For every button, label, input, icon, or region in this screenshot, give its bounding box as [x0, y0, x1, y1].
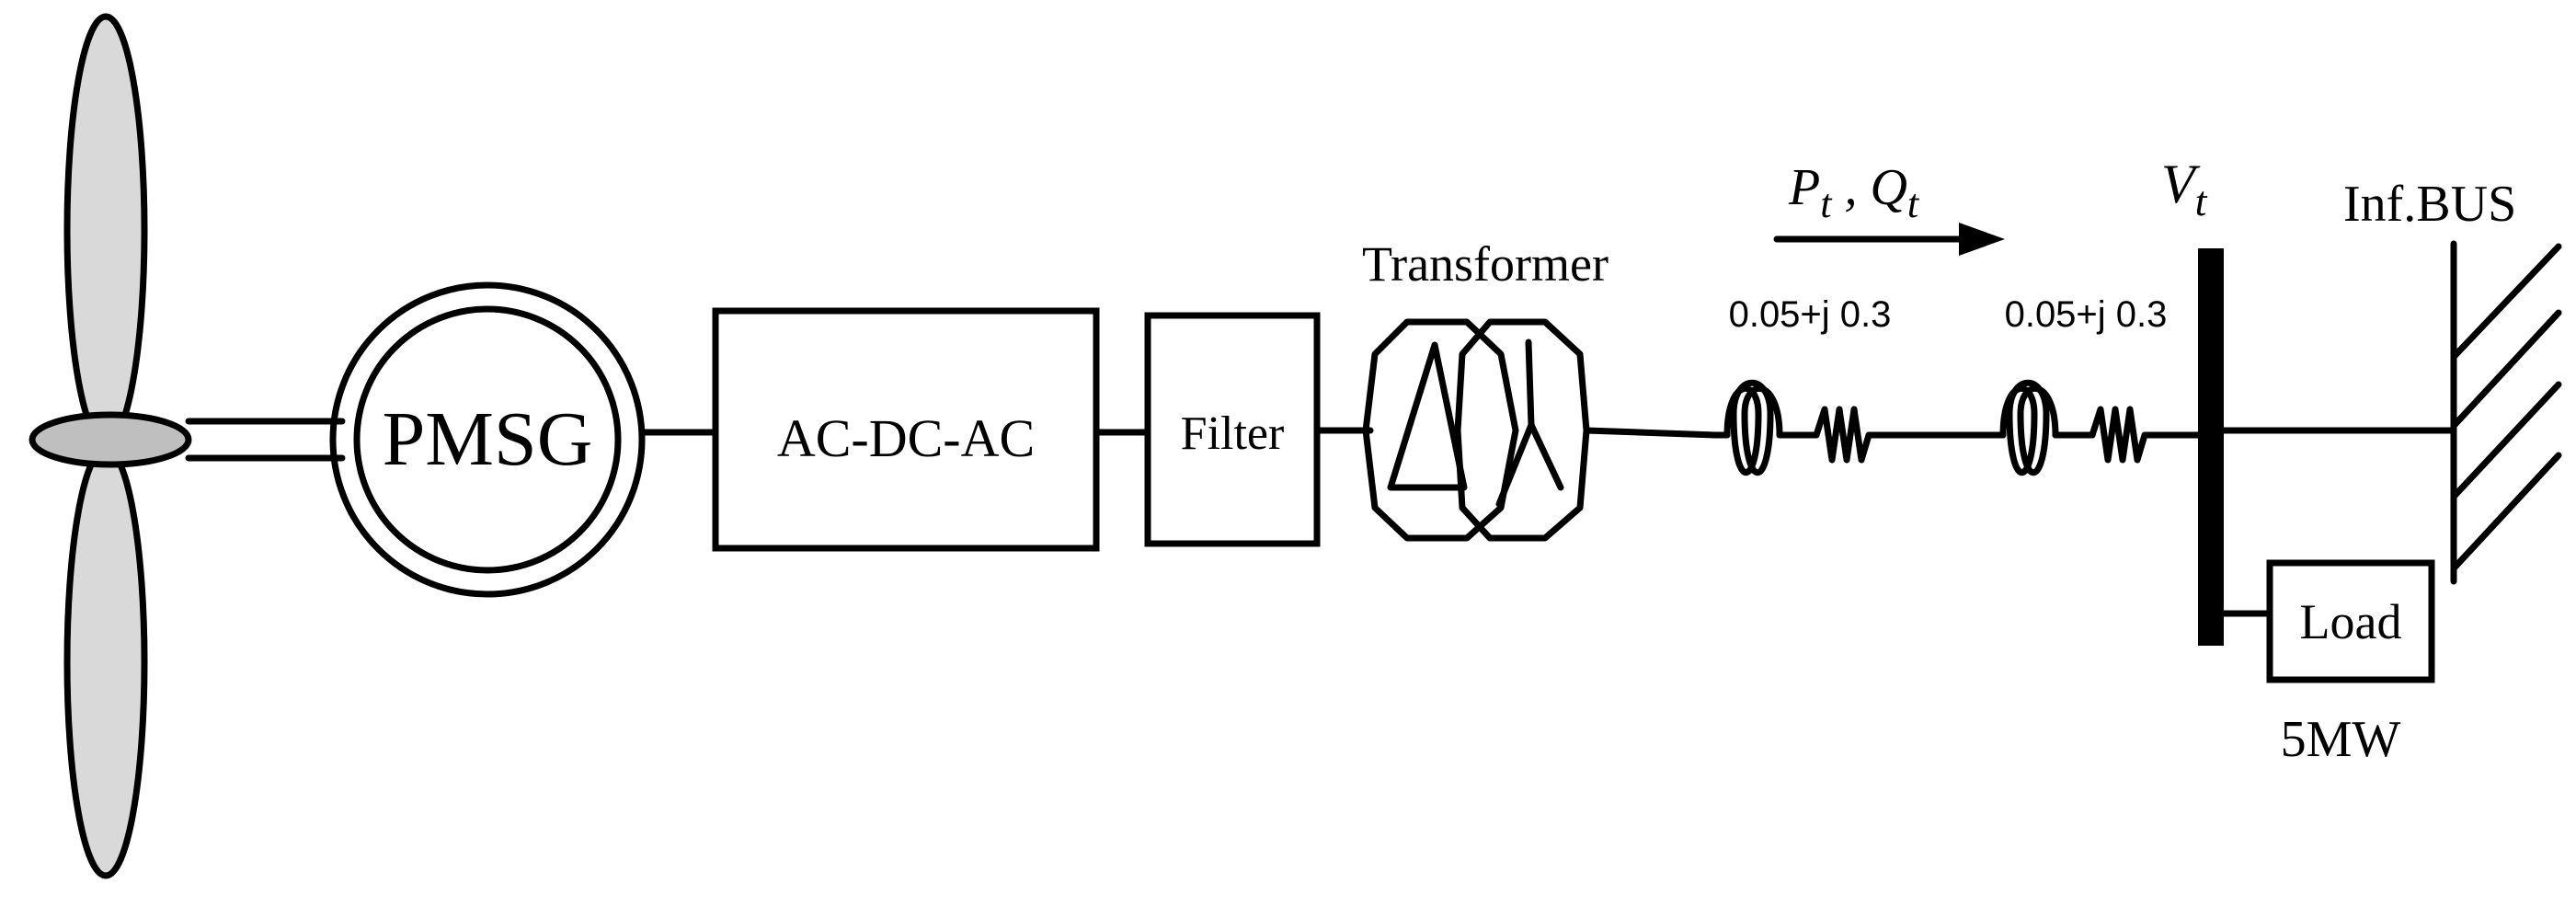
impedance-1-label: 0.05+j 0.3	[1729, 294, 1892, 335]
inductor-2-icon	[1999, 379, 2059, 476]
wire-transformer-line	[1583, 427, 1719, 439]
power-flow-separator: ,	[1831, 159, 1870, 216]
bus-voltage-v: V	[2161, 154, 2201, 214]
wind-turbine-rotor	[29, 13, 192, 879]
bus-voltage-sub: t	[2195, 178, 2208, 224]
filter-block: Filter	[1144, 312, 1321, 547]
power-flow-p: P	[1788, 159, 1820, 216]
terminal-bus: Vt	[2161, 154, 2224, 646]
converter-label: AC-DC-AC	[777, 408, 1035, 468]
bus-bar	[2198, 248, 2224, 646]
power-flow-p-sub: t	[1820, 181, 1833, 226]
resistor-2-icon	[2089, 406, 2148, 464]
power-flow-q-sub: t	[1907, 181, 1920, 226]
rotor-blade-top	[63, 13, 148, 447]
ac-dc-ac-converter: AC-DC-AC	[712, 307, 1100, 552]
line-impedance-1: 0.05+j 0.3	[1712, 294, 2007, 476]
inductor-1-icon	[1723, 379, 1783, 476]
pmsg-generator: PMSG	[329, 281, 646, 598]
rotor-blade-bottom	[63, 445, 148, 879]
infinite-bus: Inf.BUS	[2343, 176, 2562, 585]
load-label: Load	[2300, 594, 2402, 649]
power-flow-label: Pt , Qt	[1788, 159, 1920, 226]
line-impedance-2: 0.05+j 0.3	[1999, 294, 2202, 476]
load: Load 5MW	[2220, 559, 2435, 768]
power-flow-q: Q	[1870, 159, 1906, 216]
pmsg-label: PMSG	[383, 396, 593, 482]
delta-symbol	[1387, 341, 1468, 491]
transformer-winding-secondary	[1454, 318, 1590, 542]
transformer-winding-primary	[1362, 318, 1519, 542]
power-flow-arrowhead	[1959, 223, 2005, 256]
power-flow-indicator: Pt , Qt	[1773, 159, 2005, 256]
filter-label: Filter	[1181, 407, 1285, 460]
rotor-hub	[29, 411, 192, 468]
resistor-1-icon	[1813, 406, 1872, 464]
drive-shaft	[185, 418, 346, 462]
load-rating-label: 5MW	[2281, 711, 2401, 768]
transformer-label: Transformer	[1362, 236, 1609, 292]
bus-voltage-label: Vt	[2161, 154, 2208, 224]
transformer: Transformer	[1362, 236, 1609, 542]
infinite-bus-label: Inf.BUS	[2343, 176, 2516, 233]
impedance-2-label: 0.05+j 0.3	[2005, 294, 2168, 335]
